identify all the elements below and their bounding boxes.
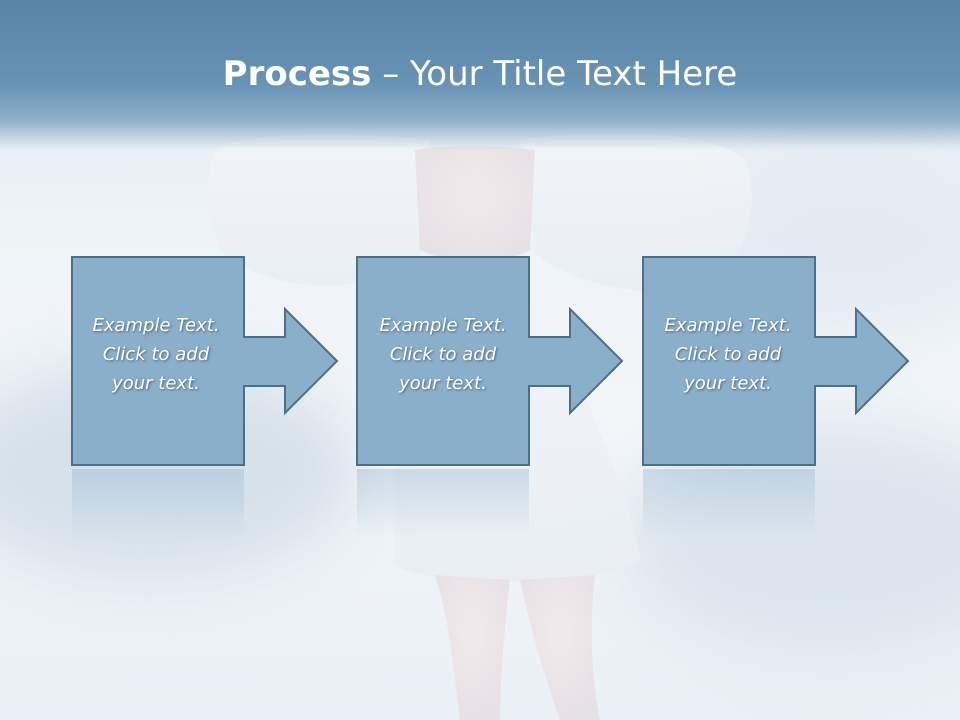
step-2-line-1: Example Text. [379, 315, 507, 336]
step-1-line-1: Example Text. [92, 315, 220, 336]
step-3-reflection [643, 469, 815, 539]
step-2-text[interactable]: Example Text. Click to add your text. [358, 311, 528, 398]
step-2-reflection [357, 469, 529, 539]
step-1-line-2: Click to add [102, 344, 210, 365]
step-1-reflection [72, 469, 244, 539]
step-3-line-2: Click to add [674, 344, 782, 365]
step-2-line-3: your text. [399, 373, 487, 394]
step-1-line-3: your text. [112, 373, 200, 394]
title-rest-text: Your Title Text Here [410, 54, 738, 94]
step-3-line-3: your text. [684, 373, 772, 394]
step-3-text[interactable]: Example Text. Click to add your text. [643, 311, 813, 398]
title-separator: – [371, 54, 411, 94]
step-1-text[interactable]: Example Text. Click to add your text. [71, 311, 241, 398]
title-bar [0, 0, 960, 150]
step-3-arrow-box[interactable] [642, 256, 910, 466]
step-3-line-1: Example Text. [664, 315, 792, 336]
title-bold-text: Process [222, 54, 372, 94]
step-2-line-2: Click to add [389, 344, 497, 365]
step-2-arrow-box[interactable] [356, 256, 624, 466]
slide-title[interactable]: Process – Your Title Text Here [0, 52, 960, 96]
step-1-arrow-box[interactable] [71, 256, 339, 466]
